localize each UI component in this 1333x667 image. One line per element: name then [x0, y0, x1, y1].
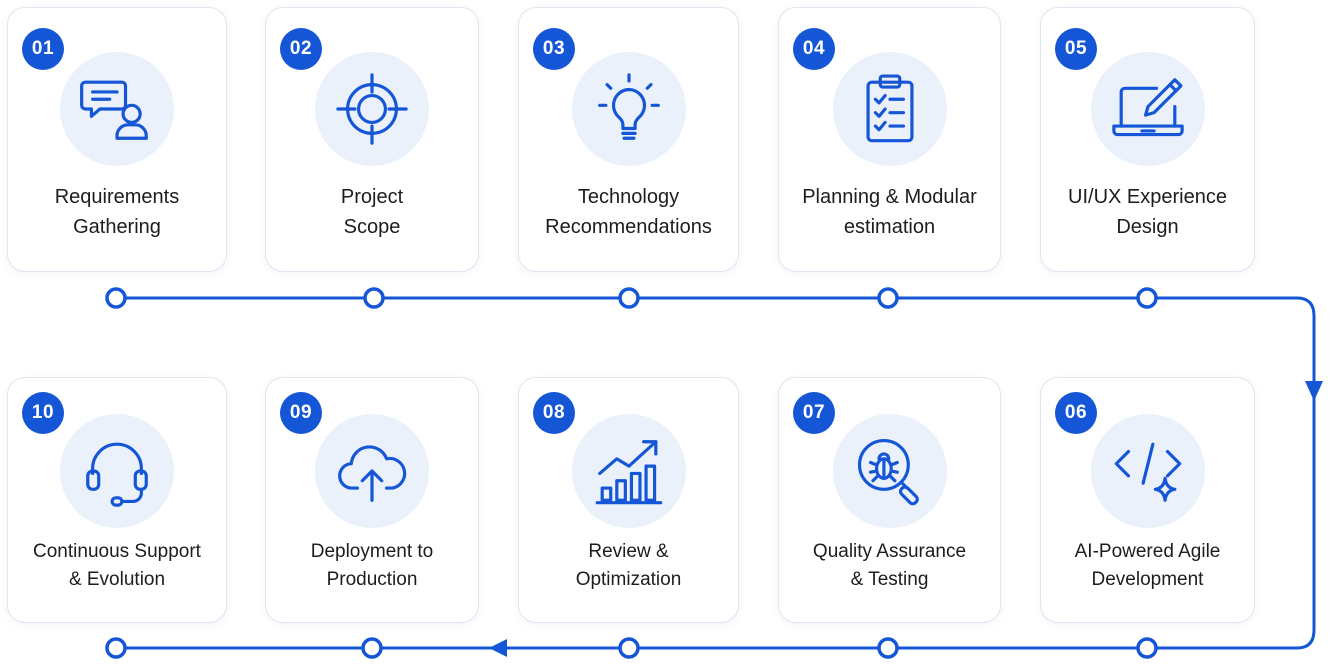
timeline-node — [363, 287, 385, 309]
bug-magnifier-icon — [832, 414, 947, 528]
timeline-node — [1136, 287, 1158, 309]
timeline-node — [618, 287, 640, 309]
step-number-badge: 04 — [793, 28, 835, 70]
timeline-node — [877, 287, 899, 309]
clipboard-checklist-icon — [832, 52, 947, 166]
timeline-node — [1136, 637, 1158, 659]
headset-icon — [60, 414, 174, 528]
step-title: Quality Assurance& Testing — [812, 541, 967, 590]
timeline-node — [105, 637, 127, 659]
timeline-node — [618, 637, 640, 659]
step-title: Continuous Support& Evolution — [33, 541, 201, 590]
code-sparkle-icon — [1090, 414, 1205, 528]
step-number-badge: 03 — [533, 28, 575, 70]
step-number-badge: 10 — [22, 392, 64, 434]
step-number-badge: 05 — [1055, 28, 1097, 70]
step-title: Review &Optimization — [575, 541, 682, 590]
laptop-pencil-icon — [1090, 52, 1205, 166]
step-card-07: 07 Quality Assurance& Testing — [778, 377, 1001, 623]
step-number-badge: 09 — [280, 392, 322, 434]
growth-chart-icon — [571, 414, 686, 528]
timeline-node — [877, 637, 899, 659]
step-card-10: 10 Continuous Support& Evolution — [7, 377, 227, 623]
timeline-node — [361, 637, 383, 659]
step-number-badge: 07 — [793, 392, 835, 434]
step-number-badge: 02 — [280, 28, 322, 70]
step-number-badge: 06 — [1055, 392, 1097, 434]
lightbulb-icon — [571, 52, 686, 166]
target-icon — [315, 52, 429, 166]
step-card-08: 08 Review &Optimization — [518, 377, 739, 623]
step-number-badge: 08 — [533, 392, 575, 434]
timeline-node — [105, 287, 127, 309]
step-number-badge: 01 — [22, 28, 64, 70]
timeline-arrow-down — [1305, 381, 1323, 401]
cloud-upload-icon — [315, 414, 429, 528]
chat-user-icon — [60, 52, 174, 166]
timeline-arrow-left — [489, 639, 507, 657]
